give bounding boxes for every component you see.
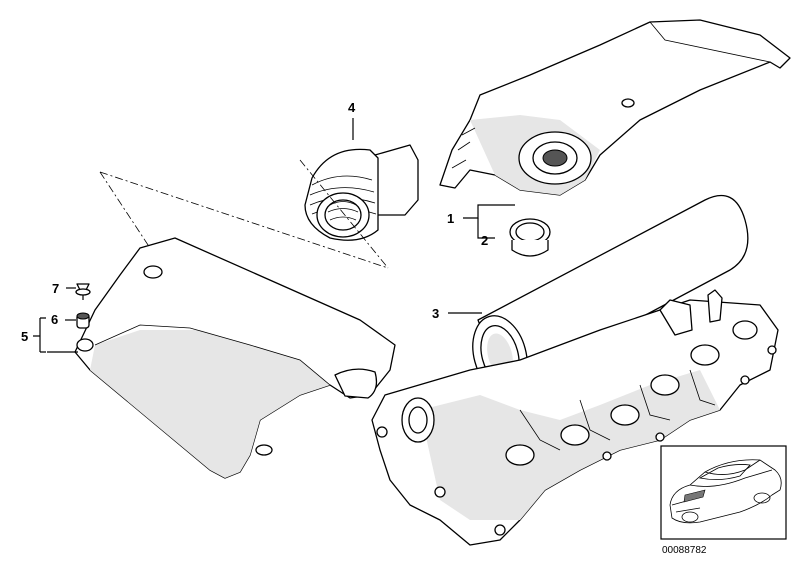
lower-cover-panel <box>74 237 396 479</box>
car-thumbnail-icon <box>669 459 782 524</box>
grommet-part <box>76 312 90 329</box>
callout-6: 6 <box>51 312 58 327</box>
callout-1: 1 <box>447 211 454 226</box>
upper-engine-cover <box>439 19 791 196</box>
callout-numbers: 1 2 3 4 5 6 7 <box>21 100 488 344</box>
callout-4: 4 <box>348 100 356 115</box>
intake-bellows-hose <box>304 144 419 241</box>
intake-manifold <box>371 289 779 546</box>
assembly-reference-lines <box>99 159 389 269</box>
reference-code: 00088782 <box>662 545 707 556</box>
callout-leader-lines <box>33 118 515 353</box>
callout-5: 5 <box>21 329 28 344</box>
vehicle-thumbnail <box>660 445 787 540</box>
callout-7: 7 <box>52 281 59 296</box>
screw-part <box>75 283 91 300</box>
callout-3: 3 <box>432 306 439 321</box>
callout-2: 2 <box>481 233 488 248</box>
seal-ring-part <box>509 218 551 257</box>
